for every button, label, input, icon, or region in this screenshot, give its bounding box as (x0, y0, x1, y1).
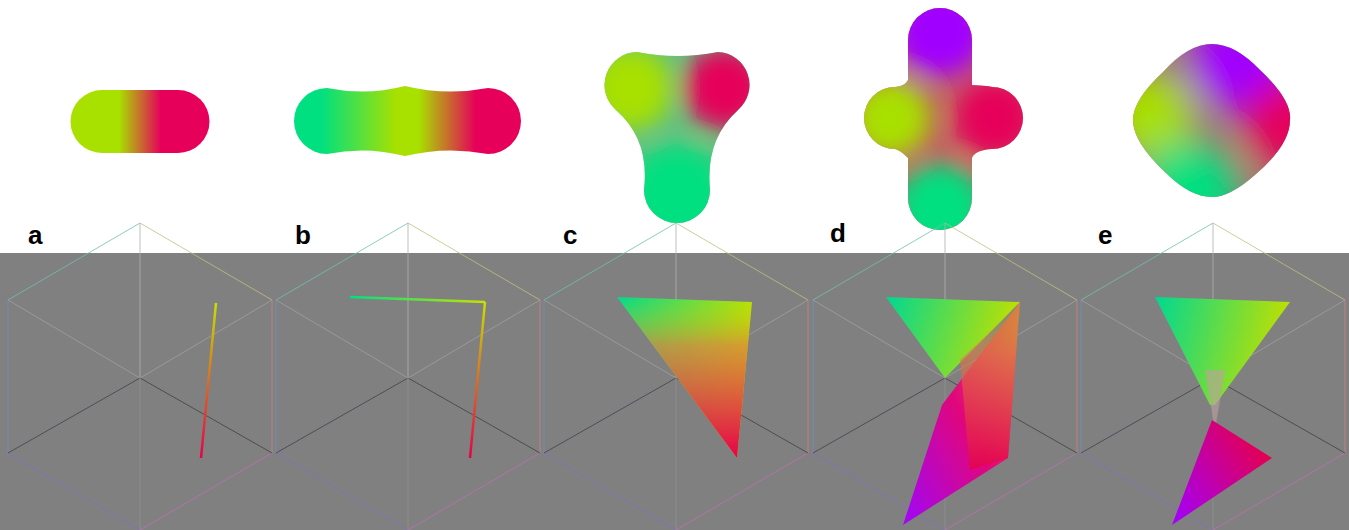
cube-edge (408, 223, 409, 378)
cube-edge (945, 223, 1077, 300)
cube-edge (1077, 300, 1078, 453)
panel-label: d (830, 220, 846, 246)
cube-edge (813, 300, 814, 453)
cube-edge (1213, 223, 1345, 300)
line-a (201, 303, 216, 458)
cube-edge (813, 378, 945, 453)
blob-b (294, 86, 521, 156)
surface-e (1155, 297, 1290, 525)
cube-edge (8, 378, 140, 453)
cube-edge (676, 453, 808, 530)
cube-edge (272, 300, 273, 453)
cube-edge (276, 378, 408, 453)
cube-edge (8, 300, 9, 453)
panel-label: c (563, 222, 577, 248)
cube-edge (140, 223, 141, 378)
surface-d (886, 297, 1020, 525)
blob-c (588, 40, 767, 245)
cube-edge (1081, 300, 1082, 453)
cube-edge (408, 378, 409, 530)
panel-label: a (28, 222, 42, 248)
blob-d (850, 0, 1035, 256)
cube-edge (808, 300, 809, 453)
cube-edge (1081, 378, 1213, 453)
cube-frames (8, 223, 1345, 530)
panel-label: b (295, 222, 311, 248)
cube-edge (8, 453, 140, 530)
cube-edge (276, 300, 408, 378)
cube-edge (140, 453, 272, 530)
cube-edge (1345, 300, 1346, 453)
cube-edge (276, 300, 277, 453)
cube-edge (544, 223, 676, 300)
line-b (350, 297, 485, 458)
cube-edge (408, 300, 540, 378)
cube-edge (540, 300, 541, 453)
blob-e (1105, 10, 1335, 240)
cube-edge (276, 453, 408, 530)
blob-a (71, 90, 210, 153)
cube-edge (544, 453, 676, 530)
cube-edge (1081, 223, 1213, 300)
cube-edge (276, 223, 408, 300)
cube-edge (140, 378, 141, 530)
cube-edge (8, 300, 140, 378)
cube-edge (544, 378, 676, 453)
triangle-c (617, 297, 752, 458)
cube-edge (140, 223, 272, 300)
cube-edge (676, 378, 677, 530)
cube-edge (676, 223, 808, 300)
cube-edge (140, 300, 272, 378)
cube-edge (408, 223, 540, 300)
cube-edge (8, 223, 140, 300)
panel-label: e (1098, 222, 1112, 248)
cube-edge (408, 453, 540, 530)
panel (0, 253, 1349, 530)
cube-edge (544, 300, 545, 453)
